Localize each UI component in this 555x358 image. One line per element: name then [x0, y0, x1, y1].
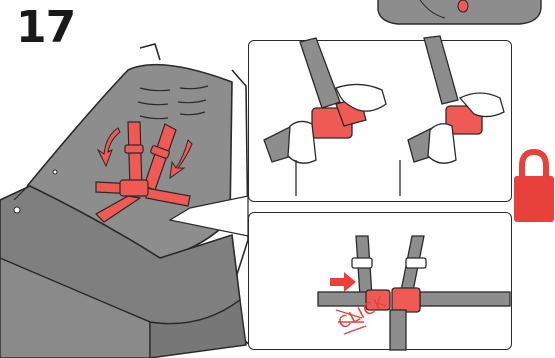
buckle-assembly-left	[264, 38, 386, 196]
buckle-assembly-right	[400, 36, 504, 196]
right-arrow-icon	[330, 272, 356, 292]
padlock-locked-icon	[514, 152, 554, 222]
